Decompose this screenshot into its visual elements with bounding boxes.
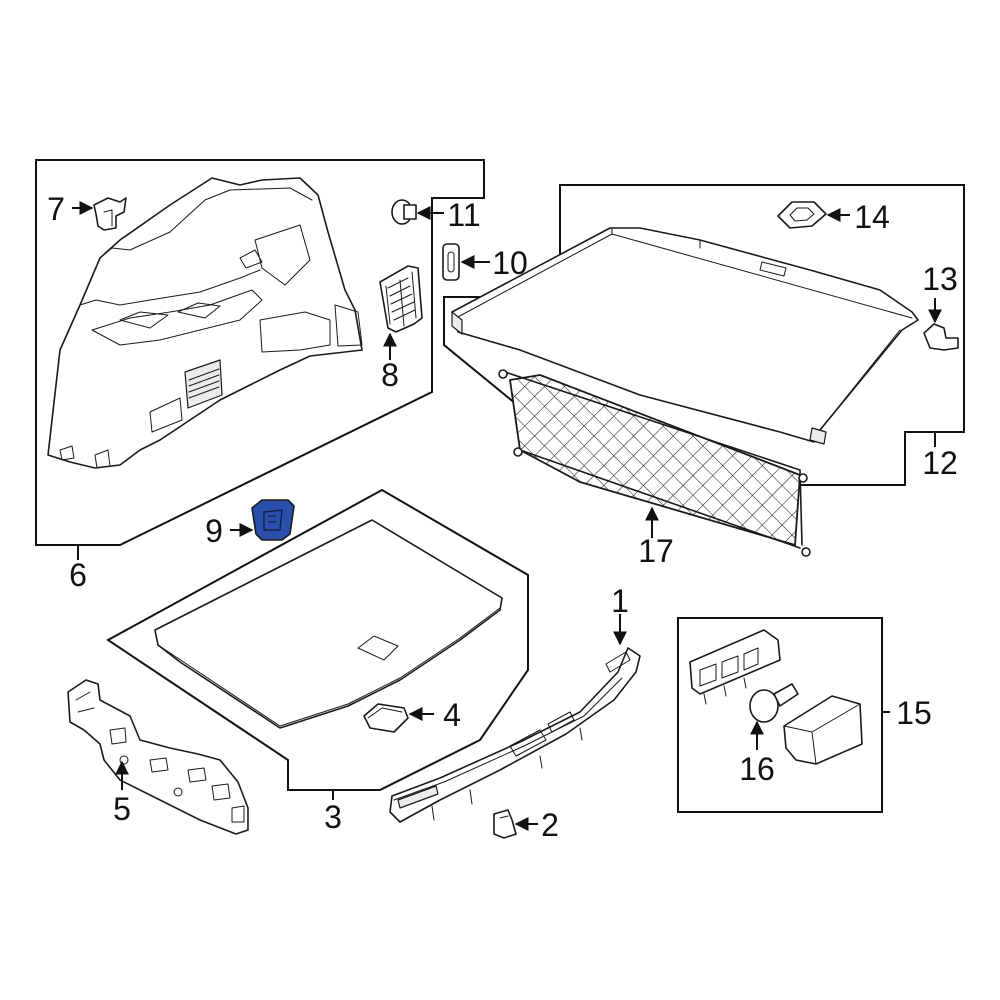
callout-4: 4 xyxy=(443,697,461,733)
clip-7[interactable] xyxy=(93,197,127,231)
handle-pad-4[interactable] xyxy=(363,703,409,733)
load-floor-frame-3 xyxy=(106,488,529,800)
callout-5: 5 xyxy=(113,791,131,827)
callout-12: 12 xyxy=(922,445,958,481)
callout-14: 14 xyxy=(854,199,890,235)
callout-7: 7 xyxy=(47,191,65,227)
lamp-housing-15[interactable] xyxy=(689,629,863,765)
bracket-5[interactable] xyxy=(67,679,249,835)
clip-10[interactable] xyxy=(442,243,460,281)
scuff-plate-1[interactable] xyxy=(389,647,641,823)
group-frame-6 xyxy=(35,159,485,560)
callout-13: 13 xyxy=(922,261,958,297)
quarter-trim-panel[interactable] xyxy=(47,177,363,469)
callout-11: 11 xyxy=(447,197,480,233)
callout-6: 6 xyxy=(69,557,87,593)
clip-2[interactable] xyxy=(493,809,517,839)
end-cap-13[interactable] xyxy=(923,323,959,351)
callout-labels: 1 2 3 4 5 6 7 8 9 10 11 12 13 14 15 16 1… xyxy=(47,191,958,843)
cargo-cover-12[interactable] xyxy=(451,227,919,445)
callout-1: 1 xyxy=(611,583,629,619)
grommet-14[interactable] xyxy=(777,201,827,229)
callout-16: 16 xyxy=(739,751,775,787)
load-floor-3[interactable] xyxy=(154,519,503,729)
highlighted-hook-9[interactable] xyxy=(251,499,295,541)
callout-8: 8 xyxy=(381,357,399,393)
callout-9: 9 xyxy=(205,513,223,549)
group-frame-15 xyxy=(677,617,890,813)
cargo-net-17[interactable] xyxy=(498,369,811,557)
callout-15: 15 xyxy=(896,695,932,731)
leader-arrows xyxy=(72,201,942,831)
callout-10: 10 xyxy=(492,245,528,281)
callout-17: 17 xyxy=(638,533,674,569)
callout-2: 2 xyxy=(541,807,559,843)
push-pin-11[interactable] xyxy=(391,199,417,225)
callout-3: 3 xyxy=(324,799,342,835)
bulb-16[interactable] xyxy=(749,683,799,723)
vent-grille-8[interactable] xyxy=(379,265,423,333)
